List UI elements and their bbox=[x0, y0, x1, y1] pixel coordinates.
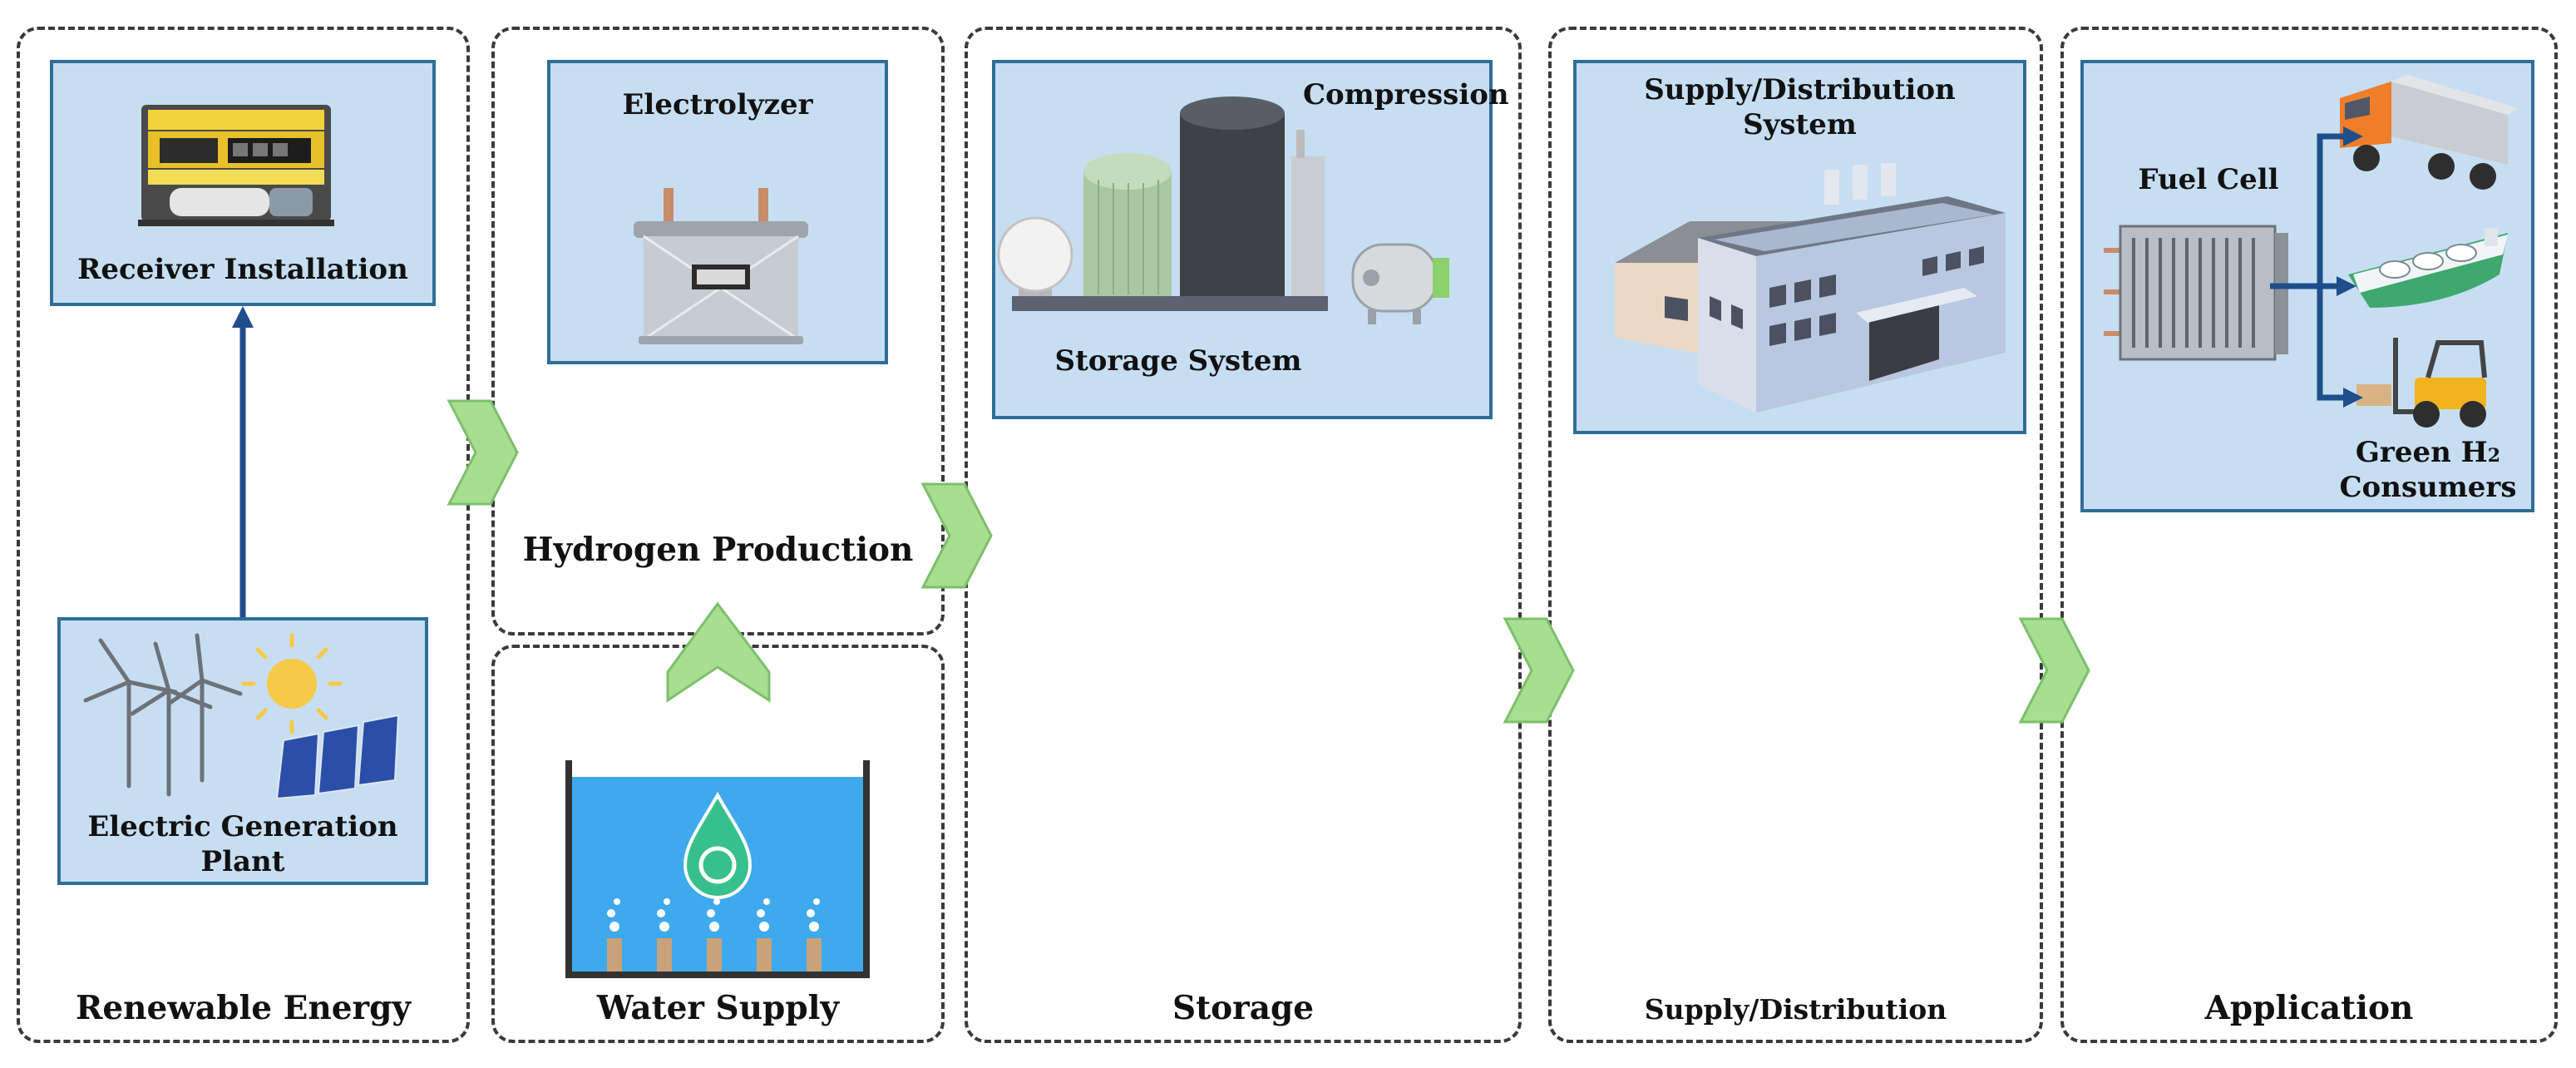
h2-subscript: 2 bbox=[2487, 445, 2501, 467]
stage-title-renewable-energy: Renewable Energy bbox=[75, 989, 412, 1027]
receiver-installation-box: Receiver Installation bbox=[50, 60, 436, 306]
stage-renewable-energy: Renewable Energy bbox=[17, 27, 470, 1043]
green-h2-consumers-label-line1: Green H2 bbox=[2355, 436, 2501, 469]
storage-system-box: Compression Storage System bbox=[992, 60, 1509, 419]
stage-title-water-supply: Water Supply bbox=[596, 989, 840, 1027]
stage-title-storage: Storage bbox=[1172, 989, 1315, 1027]
warehouse-building-icon bbox=[1615, 163, 2006, 413]
fuel-cell-consumers-box: Fuel Cell bbox=[2080, 60, 2534, 512]
stage-application: Application bbox=[2060, 27, 2558, 1043]
fuel-cell-label: Fuel Cell bbox=[2138, 163, 2279, 196]
storage-tanks-icon bbox=[997, 96, 1328, 311]
fuel-cell-stack-icon bbox=[2104, 225, 2288, 361]
stage-title-application: Application bbox=[2204, 989, 2414, 1027]
green-h2-consumers-label-line2: Consumers bbox=[2339, 471, 2517, 504]
electric-generation-plant-label-line2: Plant bbox=[200, 845, 285, 878]
supply-distribution-system-label-line2: System bbox=[1743, 108, 1857, 141]
receiver-installation-label: Receiver Installation bbox=[77, 253, 408, 286]
electrolyzer-box: Electrolyzer bbox=[547, 60, 888, 364]
stage-supply-distribution: Supply/Distribution bbox=[1548, 27, 2043, 1043]
electric-generation-plant-label-line1: Electric Generation bbox=[87, 810, 398, 843]
wind-solar-plant-icon bbox=[83, 633, 400, 800]
electric-generation-plant-box: Electric Generation Plant bbox=[57, 617, 428, 885]
compression-label: Compression bbox=[1303, 78, 1509, 111]
stage-title-supply-distribution: Supply/Distribution bbox=[1644, 993, 1947, 1026]
ship-icon bbox=[2348, 228, 2508, 308]
storage-system-label: Storage System bbox=[1054, 344, 1302, 378]
supply-distribution-system-box: Supply/Distribution System bbox=[1573, 60, 2026, 434]
electrolyzer-icon bbox=[634, 188, 808, 344]
water-tank-icon bbox=[565, 760, 870, 978]
forklift-icon bbox=[2356, 338, 2487, 428]
truck-icon bbox=[2340, 75, 2518, 190]
compressor-icon bbox=[1351, 243, 1449, 324]
generator-icon bbox=[138, 105, 334, 226]
supply-distribution-system-label-line1: Supply/Distribution bbox=[1644, 73, 1956, 106]
electrolyzer-label: Electrolyzer bbox=[622, 88, 813, 121]
stage-title-hydrogen-production: Hydrogen Production bbox=[522, 531, 914, 569]
